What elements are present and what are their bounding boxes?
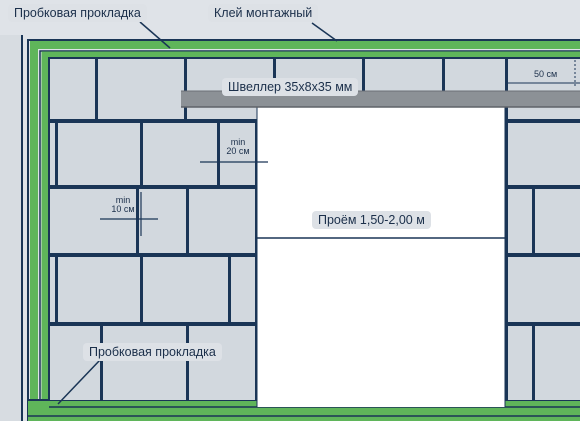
block xyxy=(98,59,184,119)
block xyxy=(143,257,228,322)
block xyxy=(189,189,255,253)
block xyxy=(508,189,532,253)
block xyxy=(50,123,55,185)
block-row-5 xyxy=(50,326,580,400)
block xyxy=(58,257,140,322)
block xyxy=(508,326,532,400)
block xyxy=(220,123,255,185)
block xyxy=(50,189,136,253)
block-row-3 xyxy=(50,189,580,253)
min20-label-bottom: 20 см xyxy=(226,146,250,156)
min20-label: min 20 см xyxy=(223,138,253,156)
cork-bottom-leader xyxy=(57,359,101,405)
block xyxy=(535,189,580,253)
block xyxy=(50,326,100,400)
block xyxy=(103,326,186,400)
block xyxy=(231,257,255,322)
opening xyxy=(257,107,505,407)
block xyxy=(50,59,95,119)
min10-label-bottom: 10 см xyxy=(111,204,135,214)
glue-label: Клей монтажный xyxy=(208,4,319,22)
block xyxy=(508,123,580,185)
cork-mid-line xyxy=(39,50,580,421)
glue-leader xyxy=(311,22,338,42)
block xyxy=(50,257,55,322)
cork-outer-edge xyxy=(27,39,580,421)
channel-label: Швеллер 35х8х35 мм xyxy=(222,78,359,96)
opening-label: Проём 1,50-2,00 м xyxy=(312,211,431,229)
cork-inner-edge xyxy=(48,57,580,421)
cork-strip-inner xyxy=(41,51,580,421)
block xyxy=(143,123,217,185)
block xyxy=(189,326,255,400)
block xyxy=(58,123,140,185)
min20-label-top: min xyxy=(230,137,246,147)
min10-label-top: min xyxy=(115,195,131,205)
dim-50-label: 50 см xyxy=(534,69,558,79)
block-row-2 xyxy=(50,123,580,185)
left-wall xyxy=(0,35,22,421)
cork-top-label: Пробковая прокладка xyxy=(8,4,147,22)
block xyxy=(139,189,186,253)
block xyxy=(508,59,580,119)
cork-bottom-label: Пробковая прокладка xyxy=(83,343,222,361)
min10-label: min 10 см xyxy=(107,196,139,214)
cork-top-leader xyxy=(139,21,171,49)
block-row-4 xyxy=(50,257,580,322)
cork-strip-outer xyxy=(30,41,580,421)
block xyxy=(535,326,580,400)
block xyxy=(508,257,580,322)
